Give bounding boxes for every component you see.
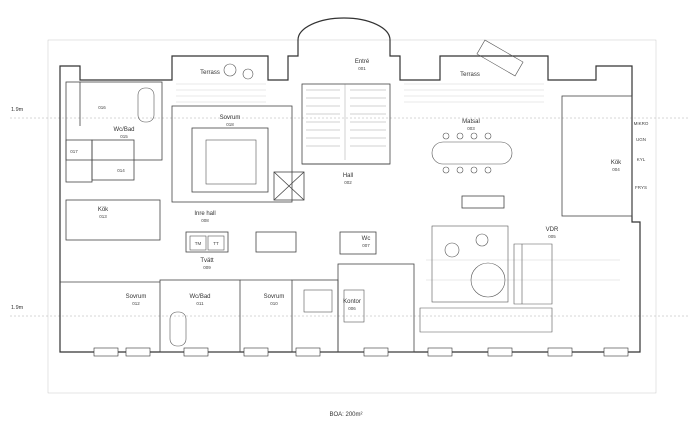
level-lines xyxy=(10,117,690,317)
exterior-walls xyxy=(59,17,641,353)
room-017: 017 xyxy=(70,149,78,154)
outer-frame xyxy=(47,39,657,394)
room-016: 016 xyxy=(98,105,106,110)
appliance-tm: TM xyxy=(194,241,202,246)
appliance-ugn: UGN xyxy=(636,137,646,142)
furniture xyxy=(137,39,553,347)
area-label: BOA: 200m² xyxy=(329,412,363,418)
stairs xyxy=(306,84,386,160)
level-marker: 1.9m xyxy=(11,305,24,311)
level-marker: 1.9m xyxy=(11,107,24,113)
terrace-label: Terrass xyxy=(200,70,220,76)
terrace-decking xyxy=(176,83,620,281)
appliance-kyl: KYL xyxy=(636,157,646,162)
appliance-mikro: MIKRO xyxy=(633,121,649,126)
terrace-label: Terrass xyxy=(460,72,480,78)
interior-walls xyxy=(60,81,633,353)
room-014: 014 xyxy=(117,168,125,173)
windows xyxy=(93,347,629,357)
appliance-frys: FRYS xyxy=(635,185,647,190)
appliance-tt: TT xyxy=(213,241,219,246)
